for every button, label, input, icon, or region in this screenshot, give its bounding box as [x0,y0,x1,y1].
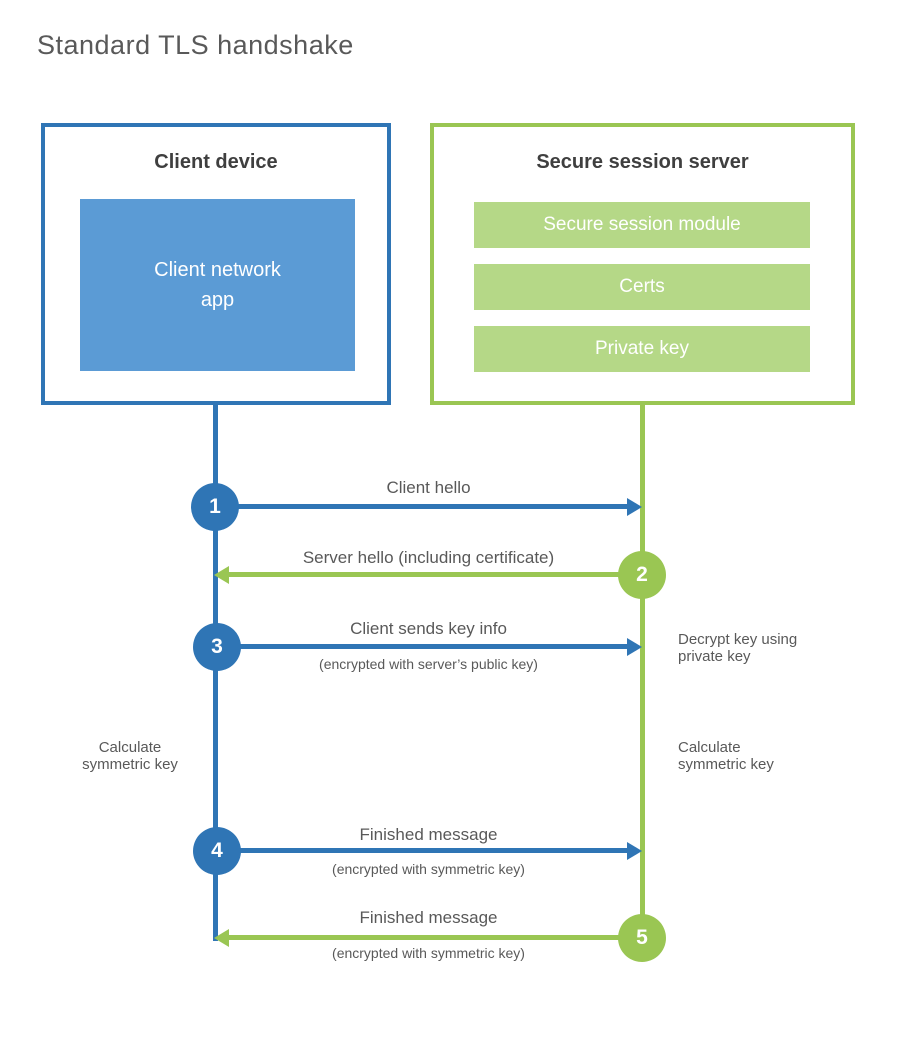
step4-sublabel: (encrypted with symmetric key) [332,861,525,877]
step2-arrow-line [229,572,641,577]
client-device-title: Client device [154,151,278,173]
step5-circle: 5 [618,914,666,962]
client-network-app-module: Client network app [80,199,355,371]
note-decrypt-key: Decrypt key using private key [678,631,798,665]
step1-arrow-line [217,504,628,509]
step5-label: Finished message [359,908,498,927]
step1-arrowhead-right-icon [627,498,642,516]
step1-circle: 1 [191,483,239,531]
note-calculate-symmetric-key-server: Calculate symmetric key [678,739,774,773]
server-lifeline [640,405,645,940]
step3-arrow-line [219,644,628,649]
private-key-bar: Private key [474,326,810,372]
step3-circle: 3 [193,623,241,671]
step3-arrowhead-right-icon [627,638,642,656]
step5-arrow-line [229,935,641,940]
client-lifeline [213,405,218,941]
certs-bar: Certs [474,264,810,310]
page-title: Standard TLS handshake [37,30,354,60]
step4-label: Finished message [359,825,498,844]
step4-arrowhead-right-icon [627,842,642,860]
step5-sublabel: (encrypted with symmetric key) [332,945,525,961]
secure-session-server-title: Secure session server [536,151,749,173]
step4-arrow-line [219,848,628,853]
step4-circle: 4 [193,827,241,875]
step3-label: Client sends key info [350,619,507,638]
step1-label: Client hello [386,478,471,497]
step5-arrowhead-left-icon [214,929,229,947]
note-calculate-symmetric-key-client: Calculate symmetric key [82,739,178,773]
secure-session-module-bar: Secure session module [474,202,810,248]
step2-circle: 2 [618,551,666,599]
step3-sublabel: (encrypted with server’s public key) [319,656,538,672]
step2-label: Server hello (including certificate) [302,548,555,567]
step2-arrowhead-left-icon [214,566,229,584]
